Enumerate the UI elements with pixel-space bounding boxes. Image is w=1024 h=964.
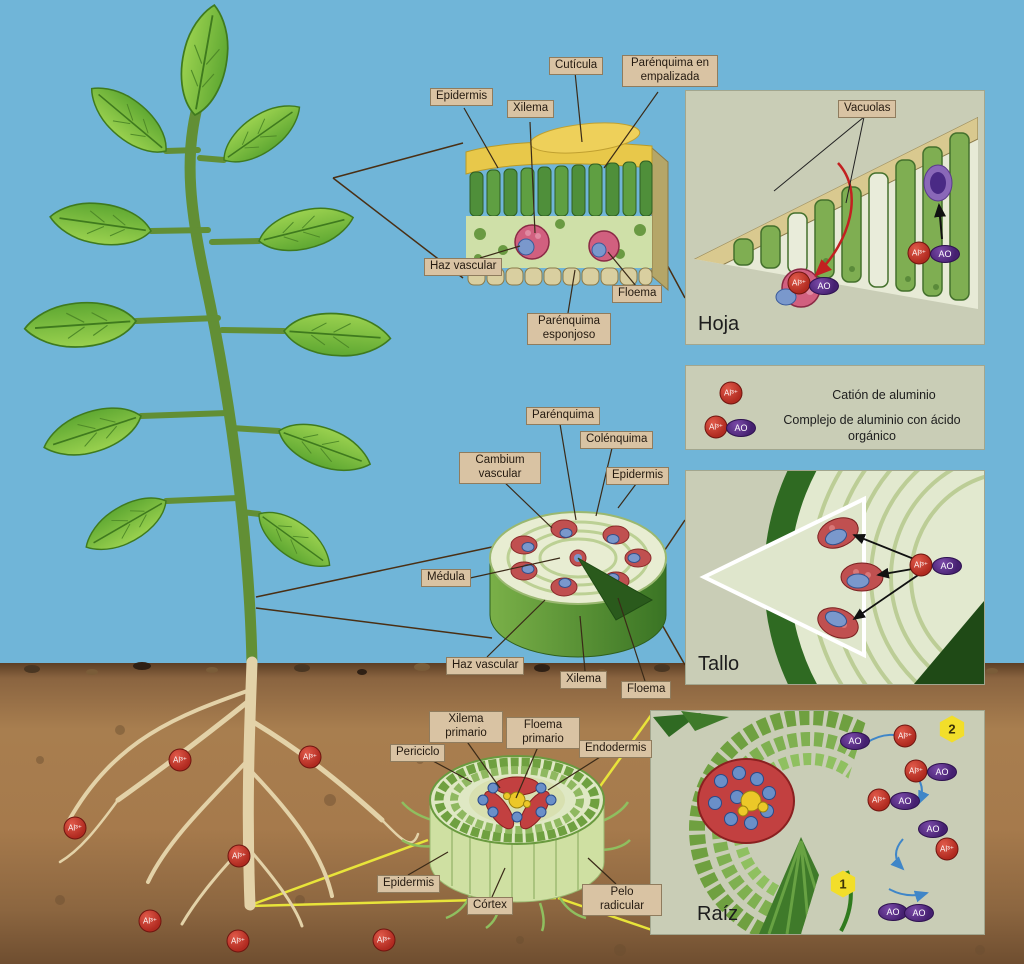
tallo-title: Tallo (698, 653, 740, 675)
label-medula: Médula (421, 569, 471, 587)
legend-aluminium-complex: Complejo de aluminio con ácido orgánico (783, 413, 961, 444)
legend-panel: Catión de aluminio Complejo de aluminio … (685, 365, 985, 450)
plant-illustration (22, 0, 393, 671)
al-cation-marker: Al³⁺ (138, 909, 162, 933)
label-xilema-primario: Xilema primario (429, 711, 503, 743)
roots-illustration (58, 656, 420, 928)
step-badge-1: 1 (830, 870, 856, 898)
label-haz-vascular-hoja: Haz vascular (424, 258, 503, 276)
panel-hoja: Hoja (685, 90, 985, 345)
al-cation-marker: Al³⁺ (719, 381, 743, 405)
tallo-magnified-artwork (699, 471, 984, 684)
label-periciclo: Periciclo (390, 744, 446, 762)
al-cation-marker: Al³⁺ (907, 241, 931, 265)
label-epidermis-raiz: Epidermis (377, 875, 441, 893)
ao-complex-marker: AO (726, 419, 756, 437)
leaf-section-illustration (465, 122, 669, 292)
ao-complex-marker: AO (809, 277, 839, 295)
step-badge-2: 2 (939, 715, 965, 743)
al-cation-marker: Al³⁺ (704, 415, 728, 439)
label-parenquima-esponjoso: Parénquima esponjoso (527, 313, 611, 345)
al-cation-marker: Al³⁺ (904, 759, 928, 783)
label-floema-primario: Floema primario (506, 717, 580, 749)
label-connector-lines (407, 71, 659, 898)
label-floema-tallo: Floema (621, 681, 672, 699)
stem-section-illustration (489, 511, 667, 658)
ao-complex-marker: AO (918, 820, 948, 838)
ao-complex-marker: AO (904, 904, 934, 922)
al-cation-marker: Al³⁺ (909, 553, 933, 577)
al-cation-marker: Al³⁺ (787, 271, 811, 295)
al-cation-marker: Al³⁺ (893, 724, 917, 748)
label-cambium-vascular: Cambium vascular (459, 452, 541, 484)
ao-complex-marker: AO (890, 792, 920, 810)
al-cation-marker: Al³⁺ (372, 928, 396, 952)
hoja-magnified-artwork (694, 116, 978, 309)
raiz-magnified-artwork (653, 711, 930, 934)
ao-complex-marker: AO (840, 732, 870, 750)
label-floema-hoja: Floema (612, 285, 663, 303)
ao-complex-marker: AO (927, 763, 957, 781)
label-epidermis-tallo: Epidermis (606, 467, 670, 485)
al-cation-marker: Al³⁺ (867, 788, 891, 812)
al-cation-marker: Al³⁺ (298, 745, 322, 769)
ao-complex-marker: AO (932, 557, 962, 575)
al-cation-marker: Al³⁺ (935, 837, 959, 861)
label-xilema-tallo: Xilema (560, 671, 608, 689)
label-endodermis: Endodermis (579, 740, 653, 758)
label-colenquima: Colénquima (580, 431, 654, 449)
ao-complex-marker: AO (930, 245, 960, 263)
al-cation-marker: Al³⁺ (63, 816, 87, 840)
label-vacuolas: Vacuolas (838, 100, 897, 118)
label-parenquima-empalizada: Parénquima en empalizada (622, 55, 718, 87)
label-haz-vascular-tallo: Haz vascular (446, 657, 525, 675)
label-cortex: Córtex (467, 897, 513, 915)
al-cation-marker: Al³⁺ (226, 929, 250, 953)
label-cuticula: Cutícula (549, 57, 604, 75)
al-cation-marker: Al³⁺ (168, 748, 192, 772)
label-epidermis-hoja: Epidermis (430, 88, 494, 106)
panel-tallo: Tallo (685, 470, 985, 685)
label-xilema-hoja: Xilema (507, 100, 555, 118)
raiz-title: Raíz (697, 903, 739, 925)
hoja-title: Hoja (698, 313, 740, 335)
root-section-illustration (401, 755, 631, 932)
label-parenquima-tallo: Parénquima (526, 407, 601, 425)
label-pelo-radicular: Pelo radicular (582, 884, 662, 916)
legend-aluminium-cation: Catión de aluminio (832, 388, 936, 402)
al-cation-marker: Al³⁺ (227, 844, 251, 868)
